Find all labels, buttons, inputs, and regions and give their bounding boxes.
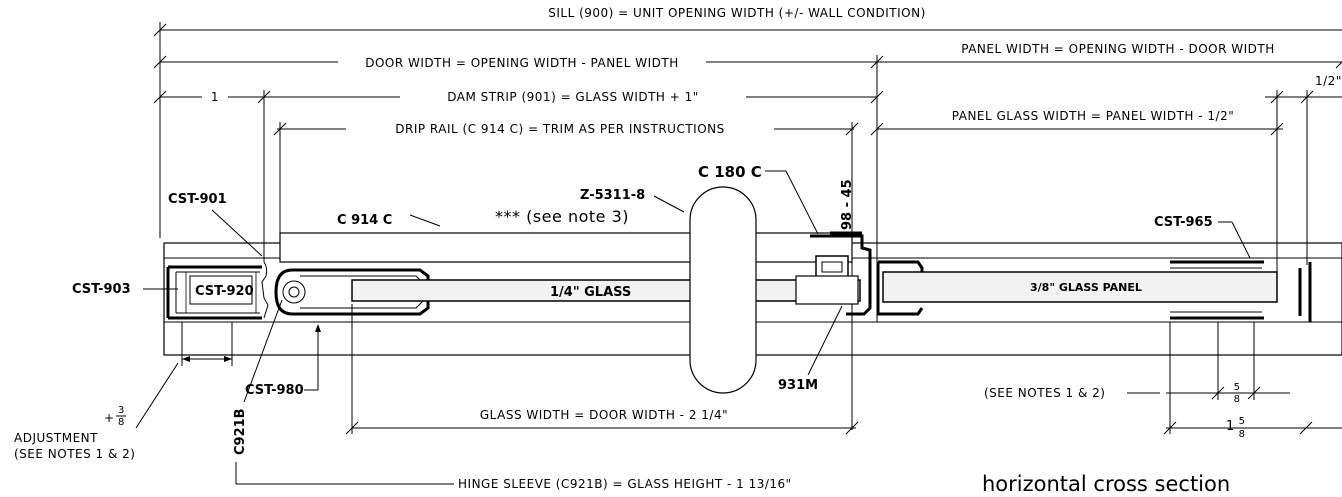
door-width-dimension: DOOR WIDTH = OPENING WIDTH - PANEL WIDTH — [153, 54, 884, 70]
right-small-dimensions: (SEE NOTES 1 & 2) 5 8 1 5 8 — [984, 322, 1342, 440]
label-cst-980: CST-980 — [245, 383, 304, 398]
adj-num: 3 — [118, 405, 125, 416]
one-five-eighths-num: 5 — [1239, 416, 1246, 427]
half-inch-label: 1/2" — [1315, 74, 1342, 88]
one-five-eighths-den: 8 — [1239, 429, 1246, 440]
label-cst-965: CST-965 — [1154, 215, 1213, 230]
five-eighths-den: 8 — [1234, 394, 1241, 405]
glass-panel-assembly — [876, 260, 1312, 322]
see-notes-left-label: (SEE NOTES 1 & 2) — [14, 447, 135, 461]
c180c-profile — [795, 231, 872, 316]
label-98-45: 98 - 45 — [840, 179, 855, 230]
panel-glass-width-label: PANEL GLASS WIDTH = PANEL WIDTH - 1/2" — [952, 109, 1234, 123]
adjustment-label: ADJUSTMENT — [14, 431, 98, 445]
drip-rail-label: DRIP RAIL (C 914 C) = TRIM AS PER INSTRU… — [395, 122, 724, 136]
adjustment-dimension: + 3 8 ADJUSTMENT (SEE NOTES 1 & 2) — [14, 322, 233, 461]
dam-strip-dimension: 1 DAM STRIP (901) = GLASS WIDTH + 1" — [153, 89, 884, 262]
label-glass-panel: 3/8" GLASS PANEL — [1030, 281, 1142, 294]
dim-one-label: 1 — [211, 90, 219, 104]
see-notes-right-label: (SEE NOTES 1 & 2) — [984, 386, 1105, 400]
label-z5311: Z-5311-8 — [580, 188, 645, 203]
drip-rail-dimension: DRIP RAIL (C 914 C) = TRIM AS PER INSTRU… — [273, 121, 859, 430]
sill-dimension-label: SILL (900) = UNIT OPENING WIDTH (+/- WAL… — [548, 6, 926, 20]
half-inch-dimension: 1/2" — [1265, 74, 1342, 300]
label-c921b: C921B — [233, 408, 248, 455]
sill-dimension: SILL (900) = UNIT OPENING WIDTH (+/- WAL… — [153, 3, 1342, 238]
page-title: horizontal cross section — [982, 472, 1230, 496]
label-931m: 931M — [778, 378, 818, 393]
panel-width-label: PANEL WIDTH = OPENING WIDTH - DOOR WIDTH — [961, 42, 1275, 56]
label-quarter-glass: 1/4" GLASS — [550, 285, 631, 300]
label-note3: *** (see note 3) — [495, 207, 629, 226]
dam-strip-label: DAM STRIP (901) = GLASS WIDTH + 1" — [447, 90, 699, 104]
hinge-sleeve-dimension: HINGE SLEEVE (C921B) = GLASS HEIGHT - 1 … — [235, 462, 792, 491]
adj-plus: + — [104, 411, 115, 425]
hinge-sleeve-label: HINGE SLEEVE (C921B) = GLASS HEIGHT - 1 … — [458, 477, 792, 491]
adj-den: 8 — [118, 417, 125, 428]
panel-glass-width-dimension: PANEL GLASS WIDTH = PANEL WIDTH - 1/2" — [870, 109, 1284, 136]
label-c180c: C 180 C — [698, 163, 762, 181]
label-cst-901: CST-901 — [168, 192, 227, 207]
label-c914c: C 914 C — [337, 213, 392, 228]
glass-width-label: GLASS WIDTH = DOOR WIDTH - 2 1/4" — [480, 408, 728, 422]
hinge-assembly — [261, 232, 853, 319]
five-eighths-num: 5 — [1234, 382, 1241, 393]
door-width-label: DOOR WIDTH = OPENING WIDTH - PANEL WIDTH — [365, 56, 679, 70]
cst-903-frame — [166, 265, 262, 320]
handle-z5311 — [689, 186, 757, 394]
label-cst-920: CST-920 — [195, 284, 254, 299]
panel-width-dimension: PANEL WIDTH = OPENING WIDTH - DOOR WIDTH — [876, 40, 1342, 322]
glass-width-dimension: GLASS WIDTH = DOOR WIDTH - 2 1/4" — [345, 304, 859, 435]
label-cst-903: CST-903 — [72, 282, 131, 297]
one-five-eighths-whole: 1 — [1226, 419, 1235, 434]
